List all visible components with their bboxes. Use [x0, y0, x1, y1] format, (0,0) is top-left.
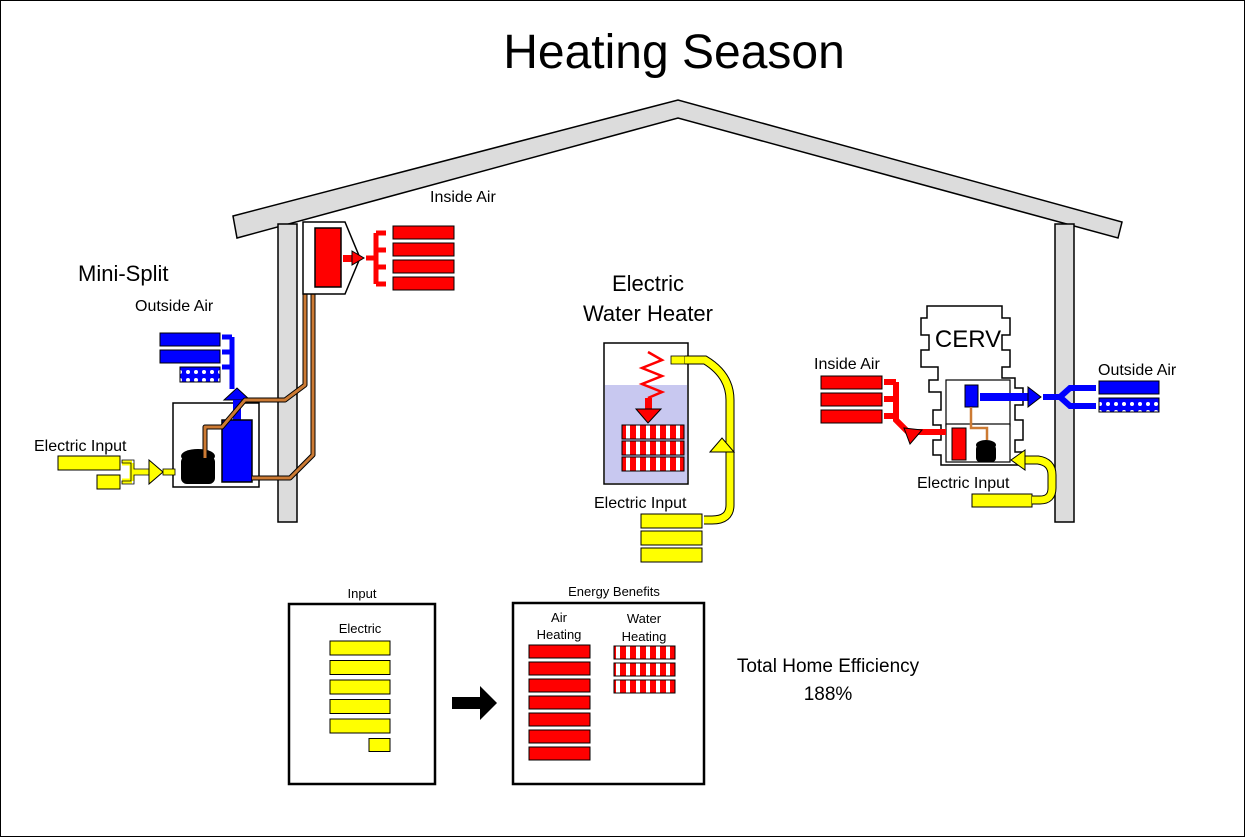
air-heat-block — [392, 242, 455, 257]
air-heating-block — [528, 678, 591, 693]
electric-block — [57, 455, 121, 471]
cerv-refrigerant — [969, 407, 989, 440]
electric-water-heater: Electric Water Heater Electric Input — [583, 271, 736, 563]
cerv-compressor — [976, 445, 996, 462]
water-heater-label-line1: Electric — [612, 271, 684, 296]
water-heater-label-line2: Water Heater — [583, 301, 713, 326]
water-heating-blocks — [613, 645, 676, 694]
water-heat-block — [621, 440, 685, 456]
input-electric-block — [329, 640, 391, 656]
benefits-title: Energy Benefits — [568, 584, 660, 599]
input-electric-label: Electric — [339, 621, 382, 636]
heating-element — [638, 350, 666, 400]
air-heating-block — [528, 644, 591, 659]
electric-arrow-right — [1010, 449, 1026, 471]
air-heat-block — [820, 375, 883, 390]
electric-merge-left — [122, 460, 150, 484]
air-heating-block — [528, 729, 591, 744]
electric-block — [640, 513, 703, 529]
roof — [232, 99, 1123, 239]
electric-input-label-mid: Electric Input — [594, 495, 687, 512]
left-wall — [277, 223, 298, 523]
input-electric-block-partial — [368, 738, 391, 752]
cerv-label: CERV — [935, 326, 1001, 353]
electric-input-label-left: Electric Input — [34, 438, 127, 455]
outside-air-label-right: Outside Air — [1098, 362, 1177, 379]
water-heat-block — [621, 424, 685, 440]
air-heating-block — [528, 661, 591, 676]
inside-air-label-right: Inside Air — [814, 356, 880, 373]
outside-air-split-right — [1043, 385, 1096, 409]
flow-arrow — [452, 686, 497, 720]
electric-block — [971, 493, 1033, 508]
input-electric-blocks — [329, 640, 391, 752]
cerv-condenser — [951, 427, 967, 461]
inside-air-arrow-top — [351, 250, 365, 266]
mini-split-label: Mini-Split — [78, 261, 168, 286]
outside-air-moisture-block — [1098, 397, 1160, 413]
air-heat-block — [392, 225, 455, 240]
electric-block-partial — [96, 474, 121, 490]
water-heating-label-line1: Water — [627, 611, 662, 626]
air-heat-block — [392, 259, 455, 274]
input-electric-block — [329, 718, 391, 734]
input-title: Input — [348, 586, 377, 601]
electric-block — [640, 547, 703, 563]
water-heating-label-line2: Heating — [622, 629, 667, 644]
house-outline — [232, 99, 1123, 523]
air-heating-block — [528, 712, 591, 727]
page-title: Heating Season — [503, 26, 845, 79]
input-electric-block — [329, 679, 391, 695]
electric-block — [640, 530, 703, 546]
cerv-system: CERV Outside Air Inside Air Electric Inp… — [814, 305, 1177, 508]
cerv-evaporator — [964, 384, 979, 408]
water-heating-block — [613, 645, 676, 660]
outside-air-moisture-block — [179, 366, 221, 383]
electric-input-label-right: Electric Input — [917, 475, 1010, 492]
outside-air-block — [159, 332, 221, 347]
input-electric-block — [329, 660, 391, 675]
inside-air-split — [366, 230, 386, 287]
outside-air-label-left: Outside Air — [135, 298, 214, 315]
outside-air-merge — [222, 334, 235, 389]
water-heat-arrow — [634, 408, 663, 424]
air-heating-blocks — [528, 644, 591, 761]
right-wall — [1054, 223, 1075, 523]
air-heating-label-line2: Heating — [537, 627, 582, 642]
mini-split-system: Mini-Split Outside Air Electric Input — [34, 189, 496, 490]
outside-air-arrow-right — [1027, 385, 1042, 409]
inside-air-label-top: Inside Air — [430, 189, 496, 206]
inside-air-merge-right — [884, 379, 946, 435]
electric-arrow-mid — [708, 437, 736, 453]
outside-air-block — [159, 349, 221, 364]
air-heat-block — [820, 409, 883, 424]
water-heating-block — [613, 662, 676, 677]
air-heating-block — [528, 746, 591, 761]
air-heating-block — [528, 695, 591, 710]
air-heat-block — [820, 392, 883, 407]
electric-arrow-left — [148, 458, 164, 486]
air-heat-block — [392, 276, 455, 291]
input-electric-block — [329, 699, 391, 714]
outside-air-block — [1098, 380, 1160, 395]
water-heat-block — [621, 456, 685, 472]
inside-air-arrow-right — [903, 427, 923, 445]
efficiency-value: 188% — [804, 684, 853, 705]
compressor — [181, 456, 215, 484]
indoor-coil — [314, 227, 342, 288]
air-heating-label-line1: Air — [551, 610, 568, 625]
water-heating-block — [613, 679, 676, 694]
outdoor-coil — [221, 419, 253, 483]
input-summary: Input Electric — [287, 586, 437, 786]
efficiency-label: Total Home Efficiency — [737, 656, 920, 677]
energy-benefits-summary: Energy Benefits Air Heating Water Heatin… — [511, 584, 706, 786]
